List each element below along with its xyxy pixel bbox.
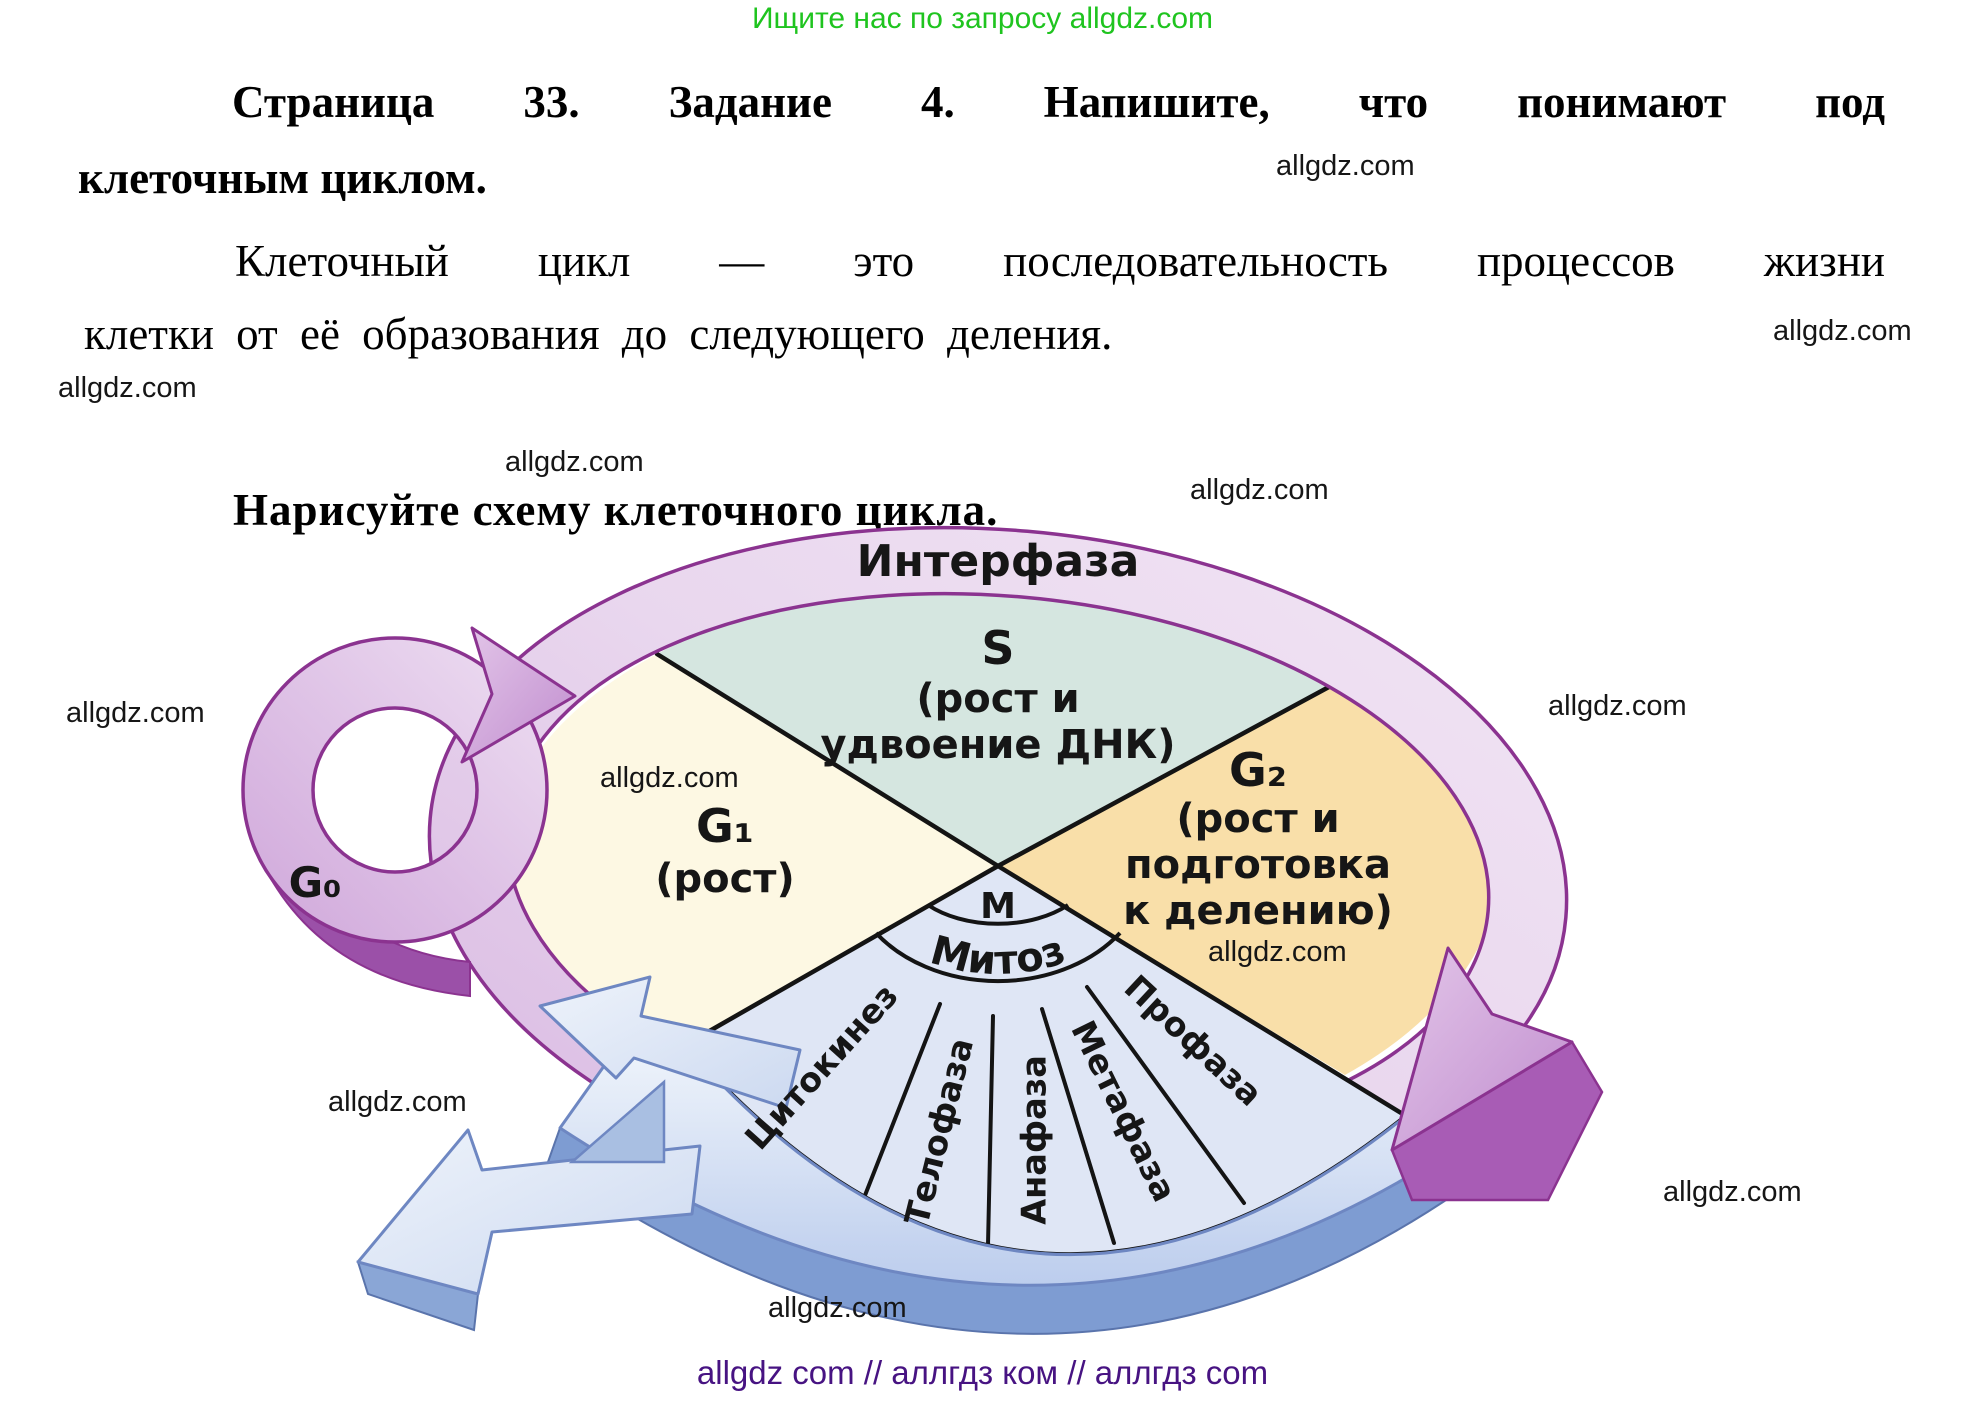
cell-cycle-diagram: Интерфаза S (рост и удвоение ДНК) G₁ (ро…: [241, 525, 1604, 1335]
g2-desc1: (рост и: [1176, 796, 1339, 842]
sector-g1: [497, 654, 998, 1082]
answer-line1: Клеточный цикл — это последовательность …: [235, 236, 1885, 286]
s-g2-boundary: [995, 665, 1367, 869]
mitosis-band: [558, 1043, 1454, 1287]
g0-loop: [241, 636, 549, 944]
watermark: allgdz.com: [1190, 474, 1329, 506]
sector-g2: [998, 668, 1499, 1075]
watermark: allgdz.com: [1663, 1176, 1802, 1208]
g2-desc3: к делению): [1123, 888, 1393, 934]
answer-line2: клетки от её образования до следующего д…: [84, 309, 1113, 359]
arrow-down-left: [356, 1128, 702, 1296]
arrow-up-left: [538, 975, 802, 1110]
g1-label: G₁: [696, 799, 754, 853]
fan-divider-lines: [860, 985, 1246, 1247]
ring-arrowhead: [1390, 946, 1574, 1152]
m-label: M: [980, 886, 1016, 927]
arrow-fold: [568, 1079, 666, 1164]
draw-instruction: Нарисуйте схему клеточного цикла.: [233, 485, 999, 535]
interphase-label: Интерфаза: [857, 536, 1140, 587]
watermark: allgdz.com: [505, 446, 644, 478]
g2-label: G₂: [1229, 743, 1287, 797]
watermark: allgdz.com: [1548, 690, 1687, 722]
task-title-line1: Страница 33. Задание 4. Напишите, что по…: [232, 77, 1885, 127]
watermark: allgdz.com: [66, 697, 205, 729]
g2-desc2: подготовка: [1125, 842, 1391, 888]
fan-arc-outer: [874, 931, 1122, 984]
promo-banner: Ищите нас по запросу allgdz.com: [751, 2, 1214, 35]
watermark: allgdz.com: [1773, 315, 1912, 347]
g1-desc: (рост): [655, 856, 795, 902]
watermark: allgdz.com: [328, 1086, 467, 1118]
s-g1-boundary: [654, 651, 1001, 869]
watermark: allgdz.com: [1208, 936, 1347, 968]
footer-note: allgdz com // аллгдз ком // аллгдз com: [696, 1354, 1269, 1391]
task-title-line2: клеточным циклом.: [78, 153, 487, 203]
g0-loop-arrowhead: [460, 626, 577, 764]
sector-s: [657, 575, 1364, 866]
phase-anaphase: Анафаза: [1015, 1055, 1054, 1225]
s-phase-desc1: (рост и: [916, 676, 1079, 722]
watermark: allgdz.com: [600, 762, 739, 794]
fan-arc-inner: [926, 903, 1070, 926]
g0-label: G₀: [289, 858, 342, 907]
watermark: allgdz.com: [1276, 150, 1415, 182]
s-phase-label: S: [981, 621, 1014, 675]
s-phase-desc2: удвоение ДНК): [820, 722, 1175, 768]
watermark: allgdz.com: [58, 372, 197, 404]
watermark: allgdz.com: [768, 1292, 907, 1324]
